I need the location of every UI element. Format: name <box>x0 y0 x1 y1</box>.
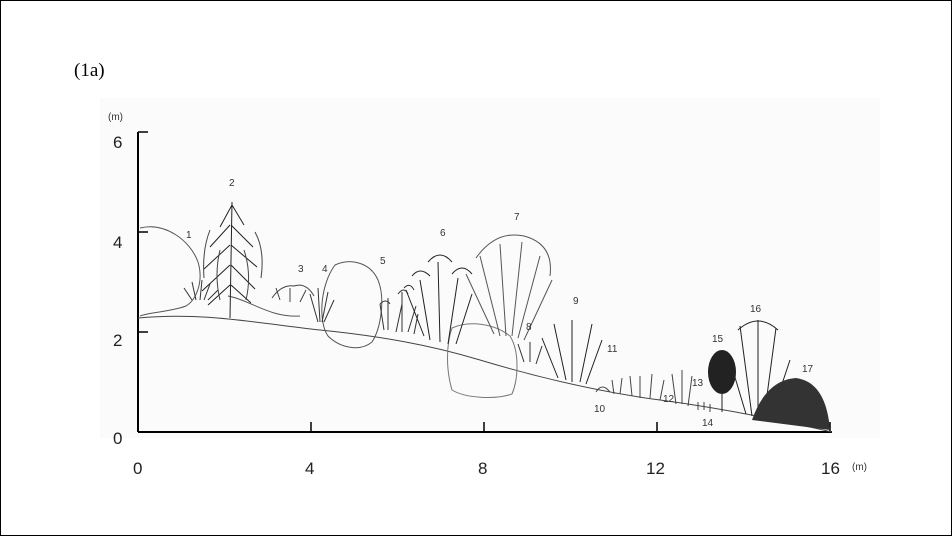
plant-label-4: 4 <box>322 264 328 275</box>
plant-3-shrub <box>271 284 315 303</box>
plant-label-13: 13 <box>692 378 704 389</box>
panel-label: (1a) <box>74 60 105 81</box>
plant-label-8: 8 <box>526 322 532 333</box>
plant-label-17: 17 <box>802 364 814 375</box>
plant-17-shrub <box>752 378 830 430</box>
plant-label-5: 5 <box>380 256 386 267</box>
plant-10-13-low-shrubs <box>595 370 711 412</box>
y-axis-unit: (m) <box>108 112 123 123</box>
plant-7-tree <box>465 234 553 341</box>
x-tick-label-0: 0 <box>133 459 142 478</box>
x-tick-label-16: 16 <box>821 459 840 478</box>
plant-2-tree <box>201 201 263 319</box>
rock-shoulder <box>227 295 301 317</box>
plant-label-7: 7 <box>514 212 520 223</box>
y-tick-label-6: 6 <box>113 133 122 152</box>
plant-label-11: 11 <box>607 344 618 355</box>
rock-3 <box>447 323 518 398</box>
diagram-background <box>100 98 880 438</box>
plant-4-grass <box>309 287 335 323</box>
y-tick-label-0: 0 <box>113 429 122 448</box>
plant-9-shrub <box>541 320 603 385</box>
plant-16-tree <box>727 320 791 421</box>
y-tick-label-4: 4 <box>113 233 122 252</box>
plant-label-1: 1 <box>186 230 192 241</box>
plant-label-10: 10 <box>594 404 606 415</box>
plant-label-3: 3 <box>298 264 304 275</box>
plant-8-shrub <box>517 342 543 365</box>
x-tick-label-8: 8 <box>478 459 487 478</box>
plant-label-6: 6 <box>440 228 446 239</box>
rock-1 <box>139 226 201 317</box>
plant-label-12: 12 <box>663 394 675 405</box>
x-tick-label-4: 4 <box>305 459 314 478</box>
plant-label-15: 15 <box>712 334 724 345</box>
rock-2 <box>321 261 383 349</box>
plant-label-9: 9 <box>573 296 579 307</box>
plant-label-2: 2 <box>229 178 235 189</box>
plant-15-tree <box>708 350 736 412</box>
plant-1-shrub <box>183 279 219 301</box>
ground-profile-line <box>137 315 833 433</box>
plant-label-16: 16 <box>750 304 762 315</box>
x-tick-label-12: 12 <box>646 459 665 478</box>
x-axis-unit: (m) <box>852 462 867 473</box>
y-tick-label-2: 2 <box>113 331 122 350</box>
plant-label-14: 14 <box>702 418 714 429</box>
plant-6-tree <box>405 254 473 345</box>
